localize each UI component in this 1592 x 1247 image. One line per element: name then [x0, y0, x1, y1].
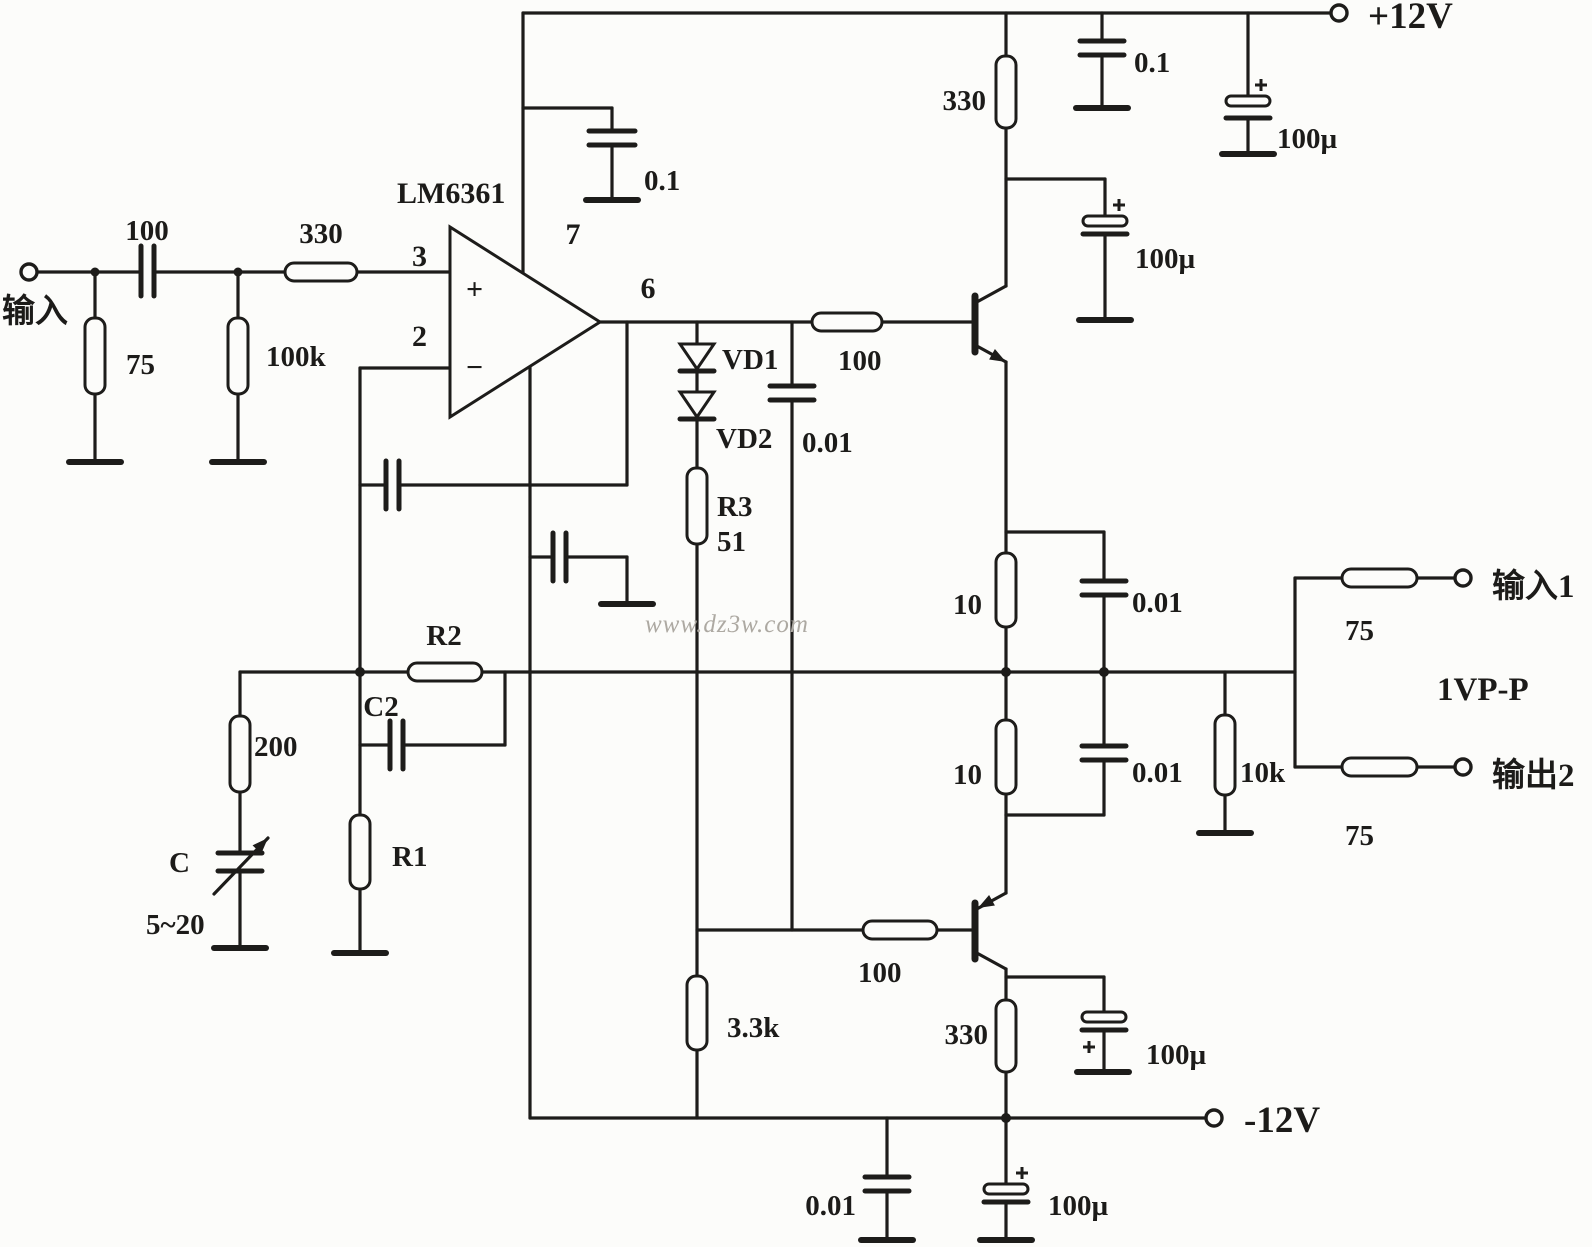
upper-base-resistor-100: 100 [810, 311, 884, 377]
lower-base-resistor-100: 100 [858, 919, 939, 989]
r200-value: 200 [254, 731, 298, 763]
feedback-resistor-r2: R2 [406, 620, 484, 683]
r10k-value: 10k [1240, 757, 1286, 789]
junction-dots [90, 267, 1109, 1123]
lower-001-value: 0.01 [1132, 757, 1183, 789]
output-level-label: 1VP-P [1437, 672, 1529, 708]
upper-emitter-resistor-10: 10 [953, 551, 1018, 629]
bias-resistor-100k: 100k [226, 316, 327, 396]
lower-emitter-resistor-10: 10 [953, 718, 1018, 796]
varcap-name: C [169, 847, 190, 879]
lower-base-r-value: 100 [858, 957, 902, 989]
opamp-inverting-mark: − [466, 351, 483, 384]
diode-vd2: VD2 [677, 390, 772, 455]
resistor-r3-51: R3 51 [685, 466, 752, 558]
resistor-r1: R1 [348, 813, 427, 891]
r33k-value: 3.3k [727, 1012, 780, 1044]
output1-branch: 75 输入1 [1340, 567, 1575, 647]
c2-label: C2 [363, 691, 398, 723]
top-01-value: 0.1 [1134, 47, 1170, 79]
vd1-label: VD1 [722, 344, 778, 376]
top-bypass-cap-100u: 100µ [1223, 79, 1338, 155]
r1-label: R1 [392, 841, 427, 873]
lower-330-value: 330 [945, 1019, 989, 1051]
resistor-200: 200 [228, 714, 298, 794]
input-r75-value: 75 [126, 349, 155, 381]
upper-transistor-npn [971, 292, 1006, 362]
bottom-bypass-cap-001: 0.01 [805, 1174, 912, 1222]
varcap-range: 5~20 [146, 909, 205, 941]
r3-label: R3 [717, 491, 752, 523]
vminus-decoupling-capacitor [550, 530, 569, 584]
upper-base-r-value: 100 [838, 345, 882, 377]
coupling-capacitor-001: 0.01 [767, 383, 853, 459]
lower-collector-resistor-330: 330 [945, 998, 1018, 1074]
bottom-bypass-cap-100u: 100µ [981, 1167, 1109, 1222]
output2-label: 输出2 [1492, 757, 1575, 794]
output1-label: 输入1 [1492, 568, 1575, 605]
variable-capacitor-c: C 5~20 [146, 836, 270, 941]
opamp-lm6361: LM6361 + − 3 2 7 6 [397, 177, 656, 420]
feedback-capacitor-c2: C2 [363, 691, 406, 772]
coupling-cap-value: 0.01 [802, 427, 853, 459]
upper-collector-resistor-330: 330 [943, 54, 1018, 130]
r2-label: R2 [426, 620, 461, 652]
opamp-pin6-label: 6 [641, 272, 656, 305]
opamp-pin2-label: 2 [412, 320, 427, 353]
polarity-plus-icon [1083, 1041, 1095, 1053]
pin7-cap-value: 0.1 [644, 165, 680, 197]
vpp-label: 1VP-P [1437, 672, 1529, 708]
opamp-pin7-label: 7 [566, 218, 581, 251]
load-resistor-10k: 10k [1213, 713, 1286, 797]
lower-col-100u-value: 100µ [1146, 1039, 1207, 1071]
bottom-001-value: 0.01 [805, 1190, 856, 1222]
input-terminal-label: 输入 [2, 293, 68, 330]
circuit-wiring [35, 11, 1457, 1239]
vcc-label: +12V [1368, 0, 1453, 37]
resistor-3k3: 3.3k [685, 974, 780, 1052]
top-100u-value: 100µ [1277, 123, 1338, 155]
lower-collector-bypass-100u: 100µ [1079, 1010, 1207, 1071]
input-coupling-capacitor: 100 [125, 215, 169, 299]
upper-emitter-capacitor-001: 0.01 [1079, 578, 1183, 619]
input-r100k-value: 100k [266, 341, 327, 373]
opamp-noninverting-mark: + [466, 273, 483, 306]
upper-330-value: 330 [943, 85, 987, 117]
series-resistor-330: 330 [283, 218, 359, 283]
polarity-plus-icon [1255, 79, 1267, 91]
input-shunt-resistor-75: 75 [83, 316, 155, 396]
lower-emitter-capacitor-001: 0.01 [1079, 743, 1183, 789]
lower-10-value: 10 [953, 759, 982, 791]
diode-vd1: VD1 [677, 342, 778, 376]
bottom-100u-value: 100µ [1048, 1190, 1109, 1222]
input-cap-value: 100 [125, 215, 169, 247]
input-terminal: 输入 [2, 262, 68, 330]
top-bypass-cap-0u1: 0.1 [1077, 38, 1170, 79]
output2-branch: 75 输出2 [1340, 756, 1575, 852]
upper-001-value: 0.01 [1132, 587, 1183, 619]
lower-transistor-pnp [971, 894, 995, 963]
vee-terminal: -12V [1204, 1100, 1320, 1141]
feedback-capacitor [383, 458, 402, 512]
out2-75-value: 75 [1345, 820, 1374, 852]
upper-col-100u-value: 100µ [1135, 243, 1196, 275]
polarity-plus-icon [1016, 1167, 1028, 1179]
opamp-pin3-label: 3 [412, 240, 427, 273]
opamp-part-label: LM6361 [397, 177, 505, 210]
upper-collector-bypass-100u: 100µ [1080, 199, 1196, 275]
r3-value: 51 [717, 526, 746, 558]
vee-label: -12V [1244, 1100, 1320, 1141]
pin7-decoupling-cap-0u1: 0.1 [586, 128, 680, 197]
vcc-terminal: +12V [1329, 0, 1453, 37]
watermark: www.dz3w.com [645, 611, 809, 638]
upper-10-value: 10 [953, 589, 982, 621]
polarity-plus-icon [1113, 199, 1125, 211]
out1-75-value: 75 [1345, 615, 1374, 647]
input-r330-value: 330 [299, 218, 343, 250]
vd2-label: VD2 [716, 423, 772, 455]
ground-symbols [66, 105, 1277, 1243]
